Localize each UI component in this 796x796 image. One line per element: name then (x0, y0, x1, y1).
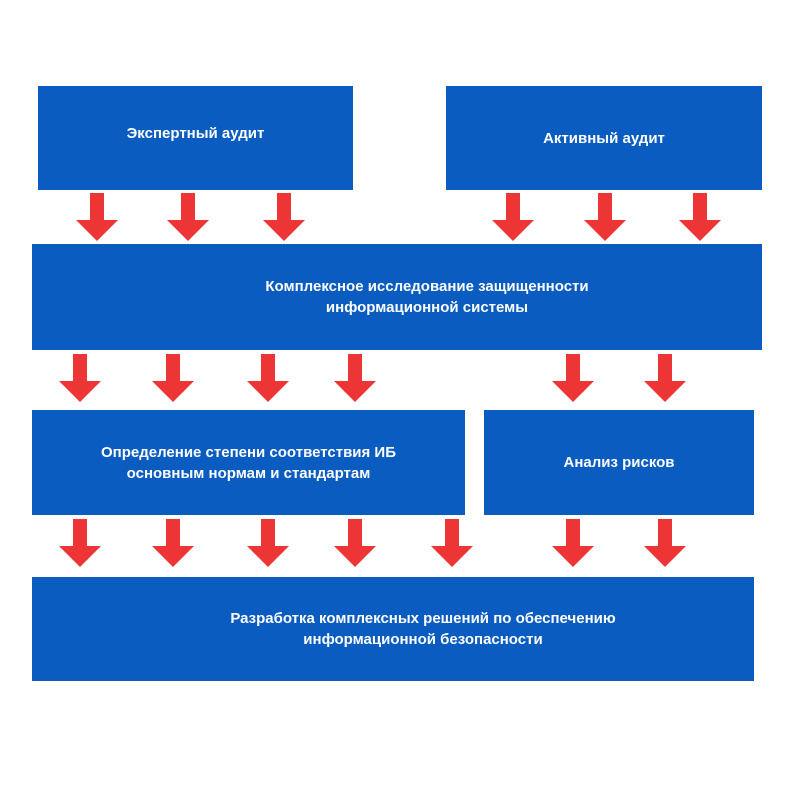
expert-audit-box: Экспертный аудит (38, 86, 353, 190)
arrow-down-icon (333, 354, 377, 402)
arrow-down-icon (551, 519, 595, 567)
arrow-down-icon (643, 354, 687, 402)
complex-study-box: Комплексное исследование защищенности инф… (32, 244, 762, 350)
box-label-line-1: Комплексное исследование защищенности (265, 278, 589, 295)
box-label-line-1: Определение степени соответствия ИБ (100, 443, 396, 461)
box-label: Экспертный аудит (126, 124, 265, 142)
arrow-down-icon (151, 354, 195, 402)
box-label: Анализ рисков (563, 454, 675, 471)
solutions-box: Разработка комплексных решений по обеспе… (32, 577, 754, 681)
box-label-line-1: Разработка комплексных решений по обеспе… (230, 610, 616, 627)
box-label-line-2: информационной безопасности (303, 631, 543, 648)
arrow-down-icon (75, 193, 119, 241)
arrow-down-icon (551, 354, 595, 402)
arrow-down-icon (246, 519, 290, 567)
box-label-line-2: информационной системы (325, 299, 529, 316)
arrow-down-icon (491, 193, 535, 241)
arrow-down-icon (333, 519, 377, 567)
arrow-down-icon (58, 519, 102, 567)
box-label-line-2: основным нормам и стандартам (126, 464, 371, 482)
compliance-box: Определение степени соответствия ИБ основ… (32, 410, 465, 515)
arrow-down-icon (678, 193, 722, 241)
arrow-down-icon (246, 354, 290, 402)
arrow-down-icon (430, 519, 474, 567)
active-audit-box: Активный аудит (446, 86, 762, 190)
arrow-down-icon (151, 519, 195, 567)
arrow-down-icon (262, 193, 306, 241)
box-label: Активный аудит (543, 129, 665, 147)
arrow-down-icon (643, 519, 687, 567)
arrow-down-icon (58, 354, 102, 402)
arrow-down-icon (583, 193, 627, 241)
risk-analysis-box: Анализ рисков (484, 410, 754, 515)
arrow-down-icon (166, 193, 210, 241)
